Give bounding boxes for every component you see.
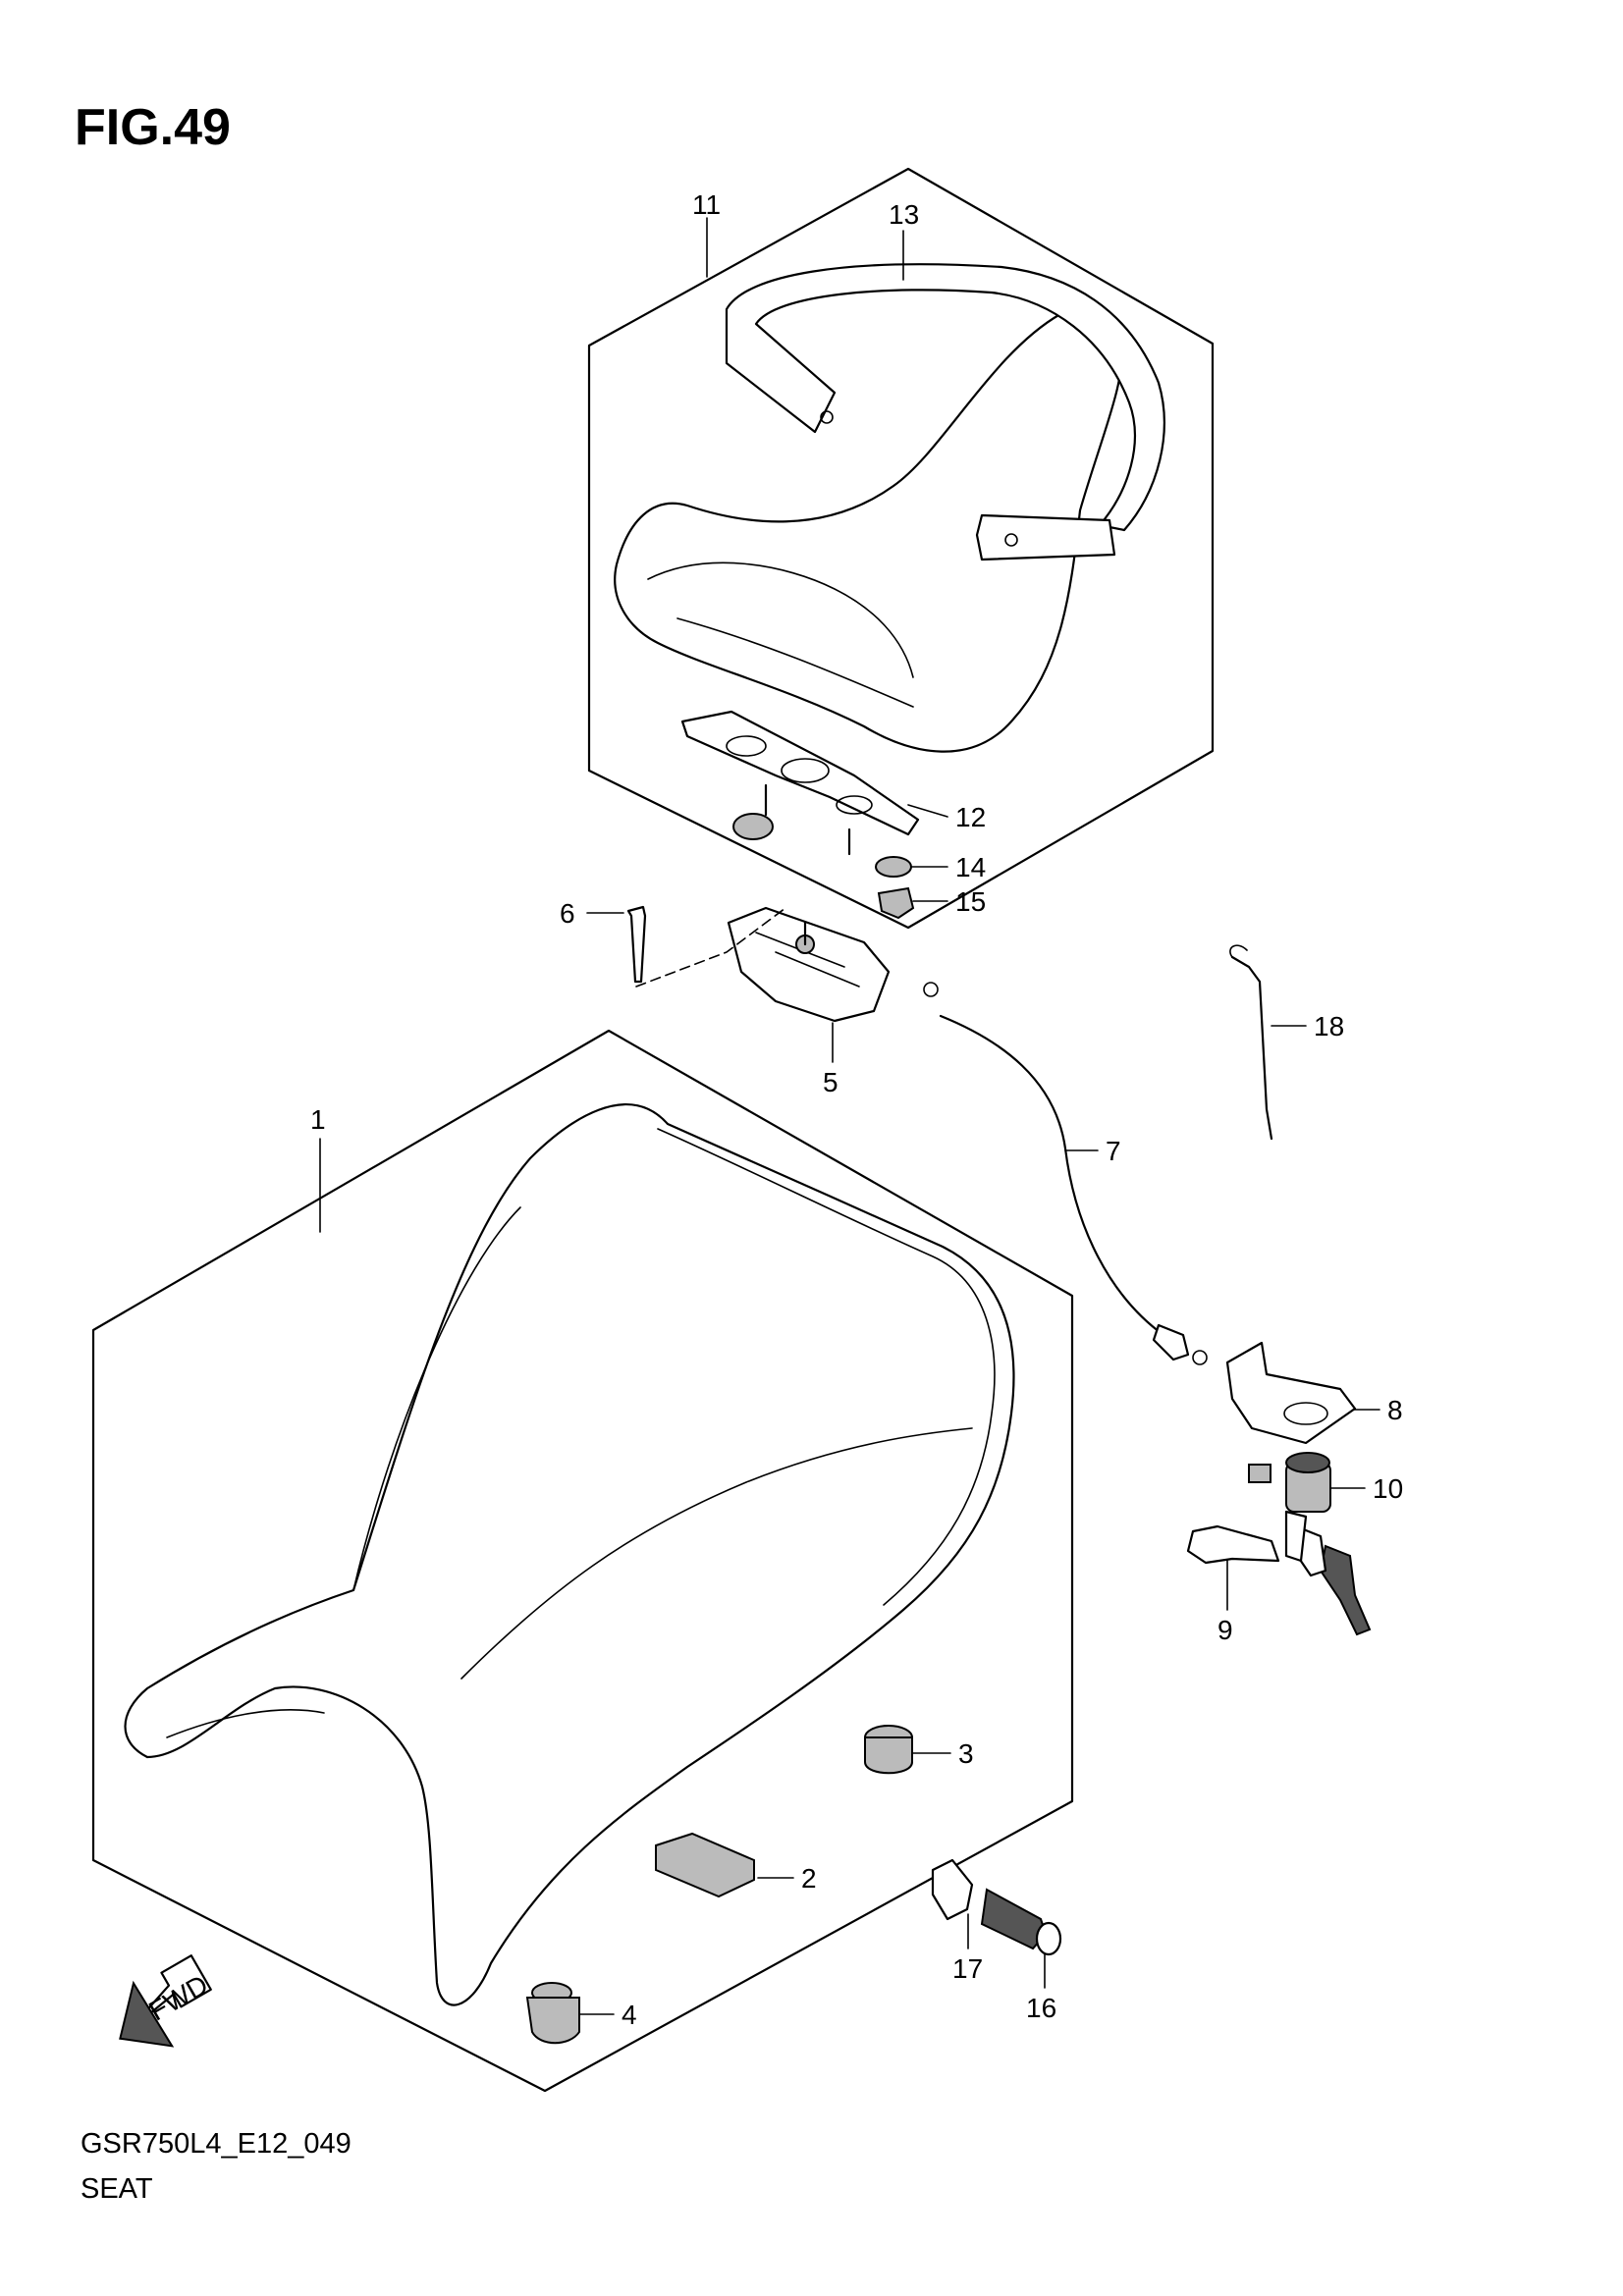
callout-8: 8 xyxy=(1387,1395,1403,1425)
cable-end-lower xyxy=(1192,1350,1208,1365)
cable-end-fitting xyxy=(1152,1323,1190,1362)
figure-code: GSR750L4_E12_049 xyxy=(81,2128,352,2160)
callout-9: 9 xyxy=(1217,1615,1233,1645)
rear-seat-cushion xyxy=(614,307,1123,753)
damper-cushion-b xyxy=(525,1997,580,2045)
rear-seat-contour-2 xyxy=(676,617,914,708)
lock-clip-small xyxy=(1248,1464,1271,1483)
front-seat xyxy=(124,1103,1015,2006)
bracket-hole-2 xyxy=(781,758,830,783)
callout-17: 17 xyxy=(952,1953,983,1984)
callout-labels: 1 2 3 4 5 6 7 8 9 10 11 12 13 14 15 16 1… xyxy=(310,189,1403,2030)
lock-cylinder-shaft xyxy=(1284,1510,1308,1563)
holder-rod xyxy=(1230,955,1273,1141)
callout-18: 18 xyxy=(1314,1011,1344,1041)
bolt xyxy=(626,905,647,984)
callout-4: 4 xyxy=(622,2000,637,2030)
lock-key xyxy=(1319,1544,1372,1636)
callout-1: 1 xyxy=(310,1104,326,1135)
callout-15: 15 xyxy=(955,886,986,917)
bolt-dashed-link xyxy=(635,907,786,988)
callout-14: 14 xyxy=(955,852,986,882)
callout-3: 3 xyxy=(958,1738,974,1769)
figure-name: SEAT xyxy=(81,2173,153,2205)
spacer xyxy=(931,1858,974,1921)
front-seat-contour-3 xyxy=(166,1709,325,1738)
strap-hole-lower xyxy=(1004,533,1018,547)
front-seat-contour-2 xyxy=(352,1206,521,1591)
rear-seat-group-outline xyxy=(587,167,1215,930)
pad xyxy=(655,1832,755,1898)
callout-6: 6 xyxy=(560,898,575,929)
rear-seat-bracket xyxy=(680,710,920,836)
callout-7: 7 xyxy=(1106,1136,1121,1166)
front-seat-edge-line xyxy=(657,1128,996,1606)
screw-head xyxy=(1035,1921,1062,1956)
front-seat-contour xyxy=(460,1427,973,1680)
rear-seat-contour xyxy=(647,561,914,678)
strap-hole-upper xyxy=(820,410,834,424)
bracket-hole-3 xyxy=(836,795,873,815)
damper-cushion-a xyxy=(864,1736,913,1775)
callout-12: 12 xyxy=(955,802,986,832)
leader-lines xyxy=(319,217,1380,2015)
lock-bracket-hole xyxy=(1283,1402,1328,1425)
nut xyxy=(877,886,915,920)
callout-11: 11 xyxy=(692,189,721,220)
callout-13: 13 xyxy=(889,199,919,230)
grommet xyxy=(732,813,774,840)
seat-lock-cable xyxy=(939,1014,1165,1337)
front-seat-group-outline xyxy=(91,1029,1074,2093)
forward-arrow-icon xyxy=(119,1954,212,2048)
cable-end-upper xyxy=(923,982,939,997)
figure-title: FIG.49 xyxy=(75,99,231,156)
bracket-hole-1 xyxy=(726,735,767,757)
rod-hook xyxy=(1229,944,1248,958)
grab-strap-lower-tab xyxy=(975,513,1116,561)
callout-16: 16 xyxy=(1026,1993,1056,2023)
washer xyxy=(875,856,912,878)
lock-bracket xyxy=(1225,1341,1357,1445)
lock-clip xyxy=(1186,1524,1280,1565)
seat-lock-assembly xyxy=(727,906,891,1023)
callout-2: 2 xyxy=(801,1863,817,1894)
callout-5: 5 xyxy=(823,1067,839,1097)
callout-10: 10 xyxy=(1373,1473,1403,1504)
lock-cylinder-top xyxy=(1285,1452,1330,1473)
